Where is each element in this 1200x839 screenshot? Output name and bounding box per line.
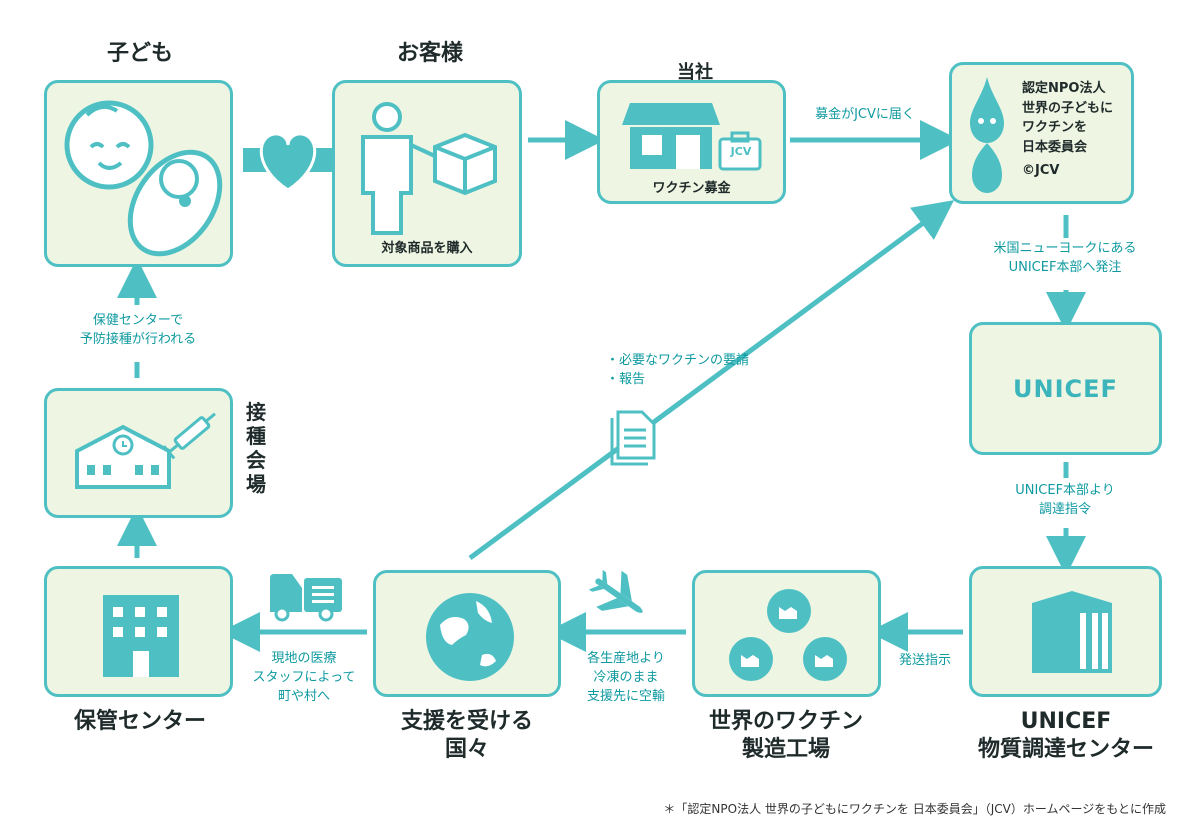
truck-icon [270,574,342,622]
countries-node [373,570,561,697]
footnote: ＊「認定NPO法人 世界の子どもにワクチンを 日本委員会」（JCV）ホームページ… [663,802,1166,816]
procurement-node [969,566,1162,697]
globe-icon [426,593,514,681]
school-syringe-icon [75,412,216,489]
unicef-node: UNICEF [969,322,1162,455]
storage-title: 保管センター [73,709,206,734]
child-title: 子ども [106,41,173,66]
document-icon [610,410,656,466]
company-title: 当社 [677,62,713,83]
child-node [44,80,233,267]
arrow-countries-jcv [468,200,955,561]
airplane-icon [588,569,643,613]
person-box-icon [361,102,497,235]
factory-node [692,570,881,697]
company-caption: ワクチン募金 [652,181,731,196]
caption-countries-storage: 現地の医療 スタッフによって 町や村へ [252,651,356,704]
building-icon [1032,591,1112,673]
caption-venue-child: 保健センターで 予防接種が行われる [48,312,228,350]
caption-countries-jcv: ・必要なワクチンの要請 ・報告 [606,353,750,387]
caption-factory-countries: 各生産地より 冷凍のまま 支援先に空輸 [586,651,665,704]
customer-node: 対象商品を購入 [332,80,522,267]
caption-company-jcv: 募金がJCVに届く [815,107,915,122]
company-node: JCV ワクチン募金 [597,80,786,204]
jcv-node: 認定NPO法人 世界の子どもに ワクチンを 日本委員会 ©JCV [949,62,1134,204]
hospital-building-icon [103,595,179,677]
shop-icon [622,103,762,171]
water-drop-mascot-icon [970,77,1004,193]
unicef-logo: UNICEF [1013,375,1118,403]
baby-icon [64,100,223,257]
jcv-name: 認定NPO法人 世界の子どもに ワクチンを 日本委員会 ©JCV [1022,81,1114,178]
caption-unicef-procurement: UNICEF本部より 調達指令 [990,482,1140,520]
storage-node [44,566,233,697]
factory-title: 世界のワクチン 製造工場 [708,709,863,762]
jcv-badge: JCV [730,145,752,158]
customer-caption: 対象商品を購入 [381,241,473,256]
heart-connector [243,132,333,192]
countries-title: 支援を受ける 国々 [400,709,533,762]
customer-title: お客様 [396,41,463,66]
procurement-title: UNICEF 物質調達センター [977,709,1154,762]
venue-title: 接種会場 [246,400,266,496]
factory-icon [729,589,847,681]
caption-procurement-factory: 発送指示 [898,653,951,668]
venue-node [44,388,233,518]
caption-jcv-unicef: 米国ニューヨークにある UNICEF本部へ発注 [960,240,1170,278]
